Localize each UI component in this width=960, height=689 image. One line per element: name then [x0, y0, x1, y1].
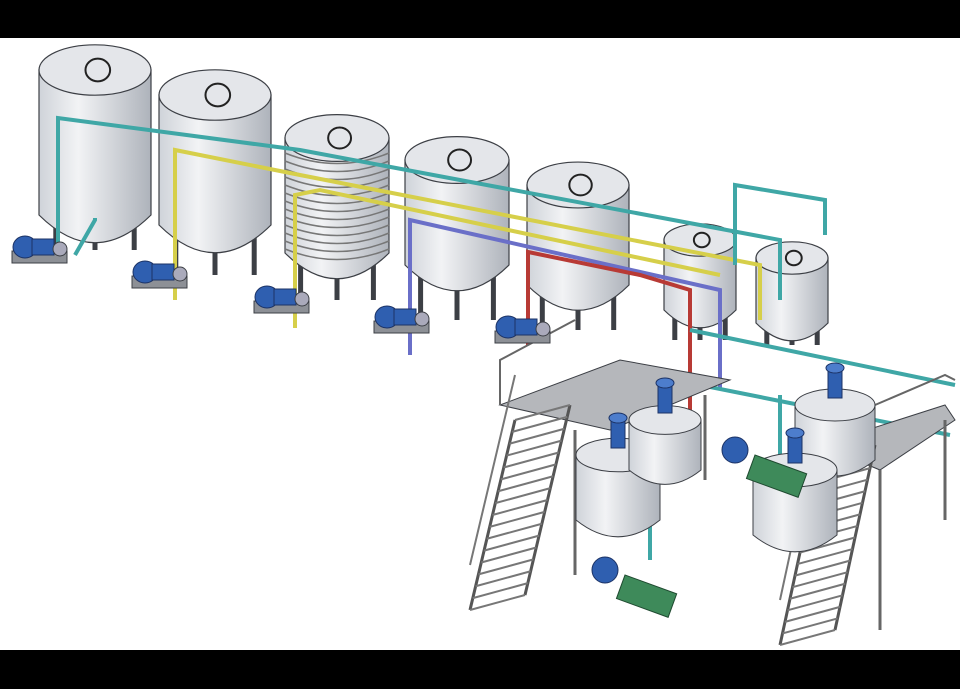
manhole-icon: [568, 173, 593, 197]
stair-tread: [489, 510, 545, 528]
pump-head: [172, 266, 188, 282]
pump-skid: [745, 454, 808, 498]
motor-cap: [825, 362, 845, 374]
manhole-icon: [84, 57, 112, 83]
motor-body: [151, 263, 175, 281]
platform-deck: [498, 359, 732, 431]
stair-tread: [792, 571, 848, 589]
stair-tread: [503, 451, 560, 469]
tank-shell: [404, 159, 510, 292]
stair-tread: [478, 558, 534, 576]
transfer-pump: [131, 260, 188, 289]
tank-shell: [284, 137, 390, 280]
stair-tread: [475, 570, 531, 588]
pipe: [73, 218, 97, 256]
pump-head: [414, 311, 430, 327]
motor-cap: [655, 377, 675, 389]
tank-shell: [628, 419, 702, 485]
mixing-tank: [628, 377, 702, 485]
manhole-icon: [692, 231, 711, 249]
pipe: [733, 182, 827, 265]
pump-head: [294, 291, 310, 307]
storage-tank: [755, 241, 829, 345]
stair-tread: [480, 546, 537, 564]
tank-shell: [38, 69, 152, 244]
motor-icon: [721, 436, 749, 464]
tank-shell: [526, 184, 630, 311]
transfer-pump: [253, 285, 310, 314]
motor-body: [273, 288, 297, 306]
stair-tread: [787, 594, 843, 612]
agitator-motor-icon: [827, 369, 843, 399]
motor-body: [514, 318, 538, 336]
stair-tread: [497, 475, 554, 493]
plant-rendering: [0, 38, 960, 650]
stair-tread: [509, 427, 565, 445]
mixing-platform: [468, 319, 956, 646]
stair-tread: [797, 548, 853, 566]
tank-shell: [752, 469, 838, 553]
motor-icon: [591, 556, 619, 584]
stair-tread: [514, 404, 571, 421]
motor-cap: [608, 412, 628, 424]
heating-coil: [284, 152, 390, 165]
tank-top: [284, 113, 390, 162]
agitator-motor-icon: [657, 384, 673, 414]
transfer-pump: [494, 315, 551, 344]
stair-tread: [794, 559, 851, 577]
manhole-icon: [327, 126, 353, 150]
storage-tank: [404, 136, 510, 320]
motor-cap: [785, 427, 805, 439]
storage-tanks: [38, 44, 829, 345]
tank-top: [158, 69, 272, 121]
motor-body: [393, 308, 417, 326]
tank-top: [404, 136, 510, 185]
storage-tank: [38, 44, 152, 250]
manhole-icon: [204, 82, 232, 108]
stair-tread: [472, 582, 529, 600]
transfer-pump: [373, 305, 430, 334]
process-plant-diagram: [11, 44, 956, 646]
stair-tread: [782, 617, 838, 635]
stair-tread: [469, 594, 526, 611]
stair-tread: [779, 629, 836, 646]
stair-tread: [511, 415, 568, 433]
pump-head: [535, 321, 551, 337]
product-pump: [591, 556, 678, 618]
pipe: [408, 217, 722, 390]
stair-tread: [789, 582, 846, 600]
staircase: [468, 374, 572, 611]
stair-tread: [495, 487, 551, 505]
pump-skid: [615, 574, 678, 618]
transfer-pump: [11, 235, 68, 264]
stair-tread: [483, 534, 540, 552]
stair-tread: [784, 605, 841, 623]
motor-body: [31, 238, 55, 256]
pipe: [173, 147, 762, 320]
stair-tread: [500, 463, 557, 481]
pump-head: [52, 241, 68, 257]
product-pump: [721, 436, 808, 498]
manhole-icon: [784, 249, 803, 267]
agitator-motor-icon: [787, 434, 803, 464]
storage-tank: [663, 223, 737, 340]
stair-tread: [506, 439, 562, 457]
pipe: [689, 328, 956, 387]
tank-top: [755, 241, 829, 275]
manhole-icon: [447, 148, 473, 172]
storage-tank: [284, 113, 390, 300]
pipe: [56, 115, 782, 300]
stair-tread: [486, 522, 543, 540]
tank-top: [38, 44, 152, 96]
stair-handrail: [469, 374, 516, 566]
agitator-motor-icon: [610, 419, 626, 449]
pumps: [11, 235, 808, 618]
heating-coil: [284, 176, 390, 189]
stair-tread: [492, 499, 548, 516]
pipe: [293, 187, 721, 328]
tank-shell: [755, 257, 829, 342]
